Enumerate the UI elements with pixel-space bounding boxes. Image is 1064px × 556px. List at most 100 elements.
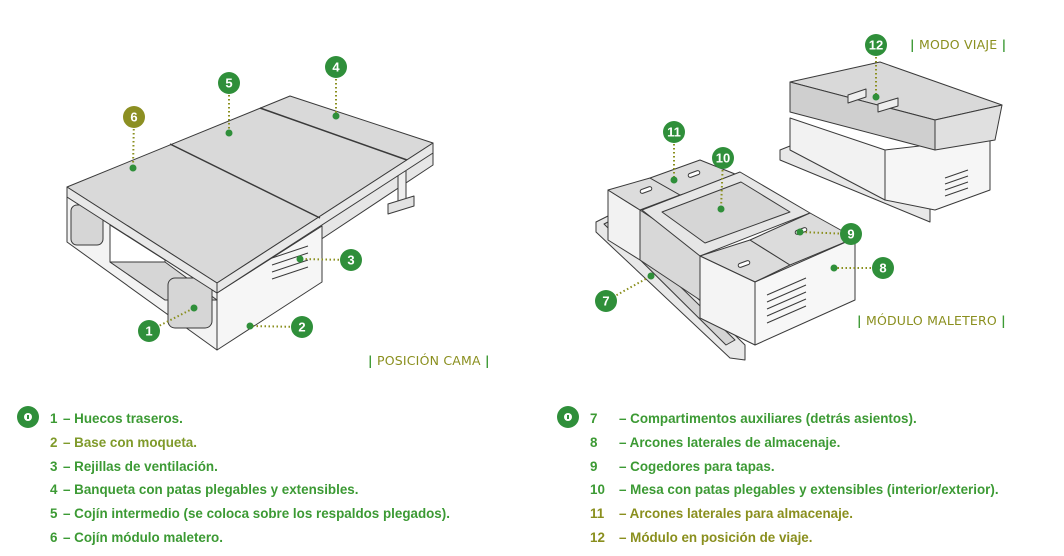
legend-number: 9 [590, 458, 598, 474]
anchor-dot [647, 272, 655, 280]
caption-bar: | [368, 353, 373, 368]
legend-bullet-icon [17, 406, 39, 428]
marker-badge [218, 72, 240, 94]
vent-grille [271, 245, 309, 280]
legend-left: 1– Huecos traseros.2– Base con moqueta.3… [50, 409, 450, 552]
callout-marker-8: 8 [830, 257, 894, 279]
legend-number: 10 [590, 482, 605, 498]
marker-badge [595, 290, 617, 312]
lid-grip [687, 170, 701, 178]
marker-number: 3 [347, 253, 354, 268]
legend-number: 8 [590, 434, 598, 450]
legend-item: 2 – Base con moqueta. [50, 433, 450, 457]
marker-number: 9 [847, 227, 854, 242]
legend-item: 4 – Banqueta con patas plegables y extens… [50, 480, 450, 504]
legend-text: – Banqueta con patas plegables y extensi… [63, 482, 359, 498]
legend-text: – Arcones laterales para almacenaje. [619, 506, 853, 522]
legend-item: 7– Compartimentos auxiliares (detrás asi… [590, 409, 999, 433]
anchor-dot [332, 112, 340, 120]
trunk-right-box-side [754, 237, 856, 346]
marker-number: 2 [298, 320, 305, 335]
marker-number: 7 [602, 294, 609, 309]
trunk-module-drawing [595, 159, 856, 361]
table-top [661, 181, 791, 244]
caption-bar: | [1001, 313, 1006, 328]
marker-badge [291, 316, 313, 338]
legend-number: 11 [590, 506, 605, 522]
caption-bed-position: | POSICIÓN CAMA | [368, 353, 490, 368]
marker-number: 4 [332, 60, 340, 75]
legend-text: – Base con moqueta. [63, 434, 197, 450]
marker-badge [872, 257, 894, 279]
marker-number: 12 [869, 38, 883, 53]
callout-marker-11: 11 [663, 121, 685, 184]
anchor-dot [129, 164, 137, 172]
anchor-dot [246, 322, 254, 330]
cushion-divider-5-4 [259, 107, 408, 161]
callout-marker-12: 12 [865, 34, 887, 101]
legend-item: 3– Rejillas de ventilación. [50, 457, 450, 481]
travel-cushion-side [934, 104, 1003, 151]
callout-marker-6: 6 [123, 106, 145, 172]
legend-text: – Arcones laterales de almacenaje. [619, 434, 841, 450]
legend-number: 1 [50, 411, 58, 426]
legend-number: 2 [50, 434, 58, 450]
legend-text: – Compartimentos auxiliares (detrás asie… [619, 411, 917, 426]
lid-grip [639, 186, 653, 194]
anchor-dot [830, 264, 838, 272]
marker-badge [712, 147, 734, 169]
caption-trunk-module: | MÓDULO MALETERO | [857, 313, 1006, 328]
caption-text: POSICIÓN CAMA [376, 353, 481, 368]
anchor-dot [796, 228, 804, 236]
travel-mode-drawing [779, 61, 1003, 223]
legend-number: 12 [590, 529, 605, 545]
marker-number: 8 [879, 261, 886, 276]
travel-handle-left [847, 88, 867, 104]
callout-marker-9: 9 [796, 223, 862, 245]
marker-number: 5 [225, 76, 232, 91]
caption-bar: | [1001, 37, 1007, 52]
legend-bullet-icon [557, 406, 579, 428]
legend-number: 6 [50, 529, 58, 545]
caption-bar: | [484, 353, 490, 368]
cushion-right-edge [216, 142, 434, 294]
travel-vent [944, 169, 969, 197]
marker-badge [138, 320, 160, 342]
trunk-vent [766, 277, 807, 324]
marker-badge [325, 56, 347, 78]
marker-number: 11 [667, 125, 681, 140]
legend-item: 5– Cojín intermedio (se coloca sobre los… [50, 504, 450, 528]
marker-badge [340, 249, 362, 271]
legend-item: 10 – Mesa con patas plegables y extensibl… [590, 480, 999, 504]
callout-marker-1: 1 [138, 304, 198, 342]
marker-number: 6 [130, 110, 137, 125]
legend-item: 12– Módulo en posición de viaje. [590, 528, 999, 552]
legend-text: – Rejillas de ventilación. [63, 458, 218, 474]
lid-grip [737, 260, 751, 268]
bed-position-drawing [66, 95, 434, 351]
legend-item: 6 – Cojín módulo maletero. [50, 528, 450, 552]
marker-number: 1 [145, 324, 152, 339]
marker-badge [123, 106, 145, 128]
cushion-divider-6-5 [169, 143, 321, 219]
legend-item: 11 – Arcones laterales para almacenaje. [590, 504, 999, 528]
anchor-dot [296, 255, 304, 263]
legend-text: – Cogedores para tapas. [619, 458, 775, 474]
legend-item: 9 – Cogedores para tapas. [590, 457, 999, 481]
legend-item: 8 – Arcones laterales de almacenaje. [590, 433, 999, 457]
legend-text: – Mesa con patas plegables y extensibles… [619, 482, 999, 498]
callout-marker-10: 10 [712, 147, 734, 213]
legend-number: 4 [50, 482, 58, 498]
anchor-dot [190, 304, 198, 312]
marker-number: 10 [716, 151, 730, 166]
legend-number: 5 [50, 506, 58, 522]
anchor-dot [225, 129, 233, 137]
marker-badge [865, 34, 887, 56]
legend-right: 7– Compartimentos auxiliares (detrás asi… [590, 409, 999, 552]
anchor-dot [872, 93, 880, 101]
legend-text: – Cojín módulo maletero. [63, 529, 223, 545]
rear-hole-right [167, 277, 213, 329]
callout-marker-7: 7 [595, 272, 655, 312]
